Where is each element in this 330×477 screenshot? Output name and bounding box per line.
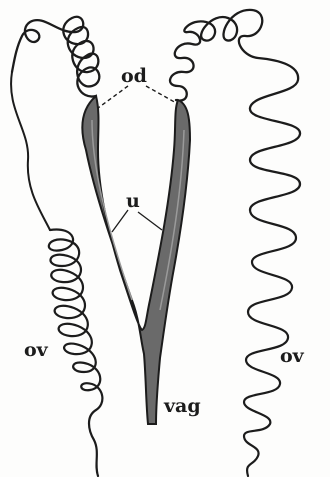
right-ovary-coil-lower [244,210,296,476]
right-ovary-coil-upper [170,10,300,210]
label-ov-right: ov [280,345,305,367]
left-ovary-coil-lower [49,229,103,476]
uterus-body [82,96,190,424]
label-u: u [126,190,140,212]
left-ovary-coil-upper [12,17,99,97]
label-od: od [121,65,147,87]
label-ov-left: ov [24,339,49,361]
od-leader-left [98,86,128,108]
left-ovary-trail [11,72,50,230]
label-vag: vag [163,395,201,417]
u-leader-right [138,212,162,230]
u-leader-left [112,210,128,232]
od-leader-right [146,86,178,104]
